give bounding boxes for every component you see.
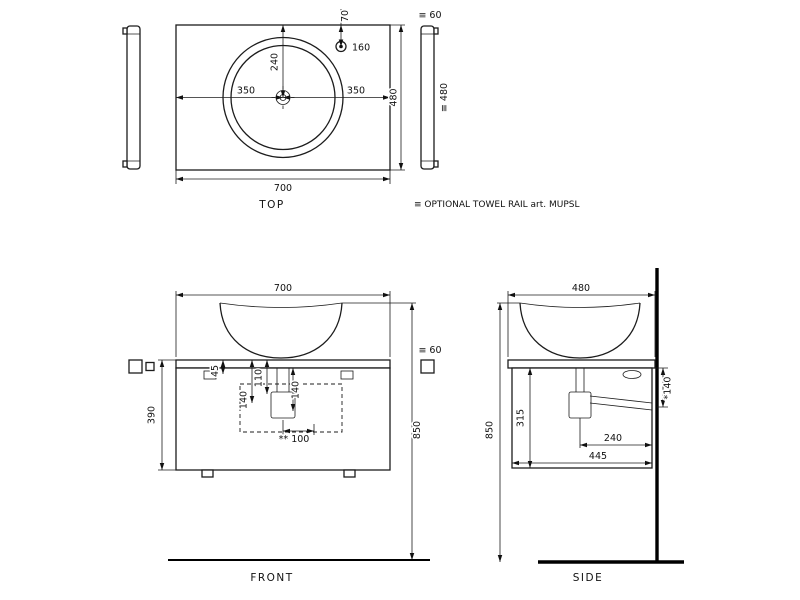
dim-label-140-b: 140 xyxy=(291,381,302,399)
towel-rail-right-caps xyxy=(421,33,434,162)
dim-side-445: 445 xyxy=(512,450,652,466)
dim-label-140-a: 140 xyxy=(239,391,250,409)
side-view: 480 *140 315 240 xyxy=(483,268,684,584)
dim-top-350-right: 350 xyxy=(283,84,390,100)
rail-width-label: ≡ 60 xyxy=(418,10,441,21)
dim-label-240-side: 240 xyxy=(604,433,622,444)
towel-rail-section-left xyxy=(128,359,155,374)
towel-rail-left-bar xyxy=(126,25,141,170)
dim-front-110: 110 xyxy=(252,360,270,394)
front-view-label: FRONT xyxy=(250,572,293,584)
dim-front-100: ** 100 xyxy=(277,420,315,447)
dim-side-140: *140 xyxy=(655,367,675,408)
rail-width-label-front: ≡ 60 xyxy=(418,345,441,356)
towel-rail-left-lug-bottom xyxy=(122,160,128,168)
dim-label-240: 240 xyxy=(270,53,281,71)
dim-label-100: ** 100 xyxy=(279,434,310,445)
towel-rail-legend: ≡ OPTIONAL TOWEL RAIL art. MUPSL xyxy=(414,200,580,210)
cabinet-front xyxy=(175,367,391,471)
dim-label-700-front: 700 xyxy=(274,283,292,294)
countertop-side xyxy=(507,359,656,369)
dim-label-70: 70 xyxy=(340,10,351,22)
dim-side-480: 480 xyxy=(507,282,656,357)
dim-label-110: 110 xyxy=(254,369,265,387)
dim-label-160: 160 xyxy=(352,43,370,54)
dim-top-480: 480 xyxy=(387,24,405,171)
dim-side-240: 240 xyxy=(579,418,652,448)
top-view: 70 160 240 350 350 480 700 xyxy=(122,8,580,211)
bracket-left xyxy=(203,370,217,380)
dim-label-315: 315 xyxy=(516,409,527,427)
dim-top-70: 70 xyxy=(339,8,353,47)
dim-label-350-right: 350 xyxy=(347,86,365,97)
rail-section-right-outer xyxy=(420,359,435,374)
dim-top-240: 240 xyxy=(268,25,286,98)
basin-side-bowl xyxy=(519,302,641,359)
rail-length-label: ≡ 480 xyxy=(439,83,450,112)
towel-rail-right-lug-top xyxy=(433,27,439,35)
dim-front-850: 850 xyxy=(342,302,425,560)
towel-rail-left-lug-top xyxy=(122,27,128,35)
dim-top-350-left: 350 xyxy=(176,84,283,100)
basin-front-rim xyxy=(219,302,343,308)
towel-rail-right-lug-bottom xyxy=(433,160,439,168)
trap-side xyxy=(568,368,653,419)
dim-front-140-a: 140 xyxy=(237,360,255,411)
dim-label-350-left: 350 xyxy=(237,86,255,97)
rail-section-left-inner xyxy=(145,361,155,372)
dim-label-480: 480 xyxy=(389,88,400,106)
top-view-label: TOP xyxy=(258,199,285,211)
dim-front-390: 390 xyxy=(145,359,176,471)
dim-label-480-side: 480 xyxy=(572,283,590,294)
bracket-right xyxy=(340,370,354,380)
towel-rail-left-caps xyxy=(127,33,140,162)
foot-left xyxy=(201,469,214,478)
dim-label-850-front: 850 xyxy=(412,421,423,439)
towel-rail-right-plan: ≡ 60 ≡ 480 xyxy=(417,9,452,170)
basin-front-bowl xyxy=(219,302,343,359)
dim-side-315: 315 xyxy=(514,368,533,468)
dim-front-700: 700 xyxy=(175,282,391,357)
towel-rail-right-bar xyxy=(420,25,435,170)
towel-rail-section-right: ≡ 60 xyxy=(417,344,443,374)
countertop-front xyxy=(175,359,391,369)
dim-label-445: 445 xyxy=(589,451,607,462)
drain-pipe-side xyxy=(575,368,585,392)
drain-pipe-front xyxy=(276,368,290,392)
dim-top-700: 700 xyxy=(175,170,391,196)
dim-label-700-top: 700 xyxy=(274,183,292,194)
dim-front-45: 45 xyxy=(209,360,226,379)
dim-label-140-side: *140 xyxy=(663,377,674,400)
wall-fitting-oval xyxy=(622,370,642,379)
dim-front-140-b: 140 xyxy=(289,368,303,411)
side-view-label: SIDE xyxy=(573,572,603,584)
basin-side-rim xyxy=(519,302,641,308)
basin-front xyxy=(219,302,343,359)
basin-side xyxy=(519,302,641,359)
dim-label-45: 45 xyxy=(210,365,221,377)
towel-rail-left-plan xyxy=(122,25,141,170)
front-view: 700 45 110 140 140 xyxy=(128,282,443,584)
waste-pipe-to-wall xyxy=(589,395,653,411)
dim-label-390: 390 xyxy=(147,406,158,424)
foot-right xyxy=(343,469,356,478)
dim-label-850-side: 850 xyxy=(485,421,496,439)
rail-section-left-outer xyxy=(128,359,143,374)
dim-side-850: 850 xyxy=(483,302,520,562)
